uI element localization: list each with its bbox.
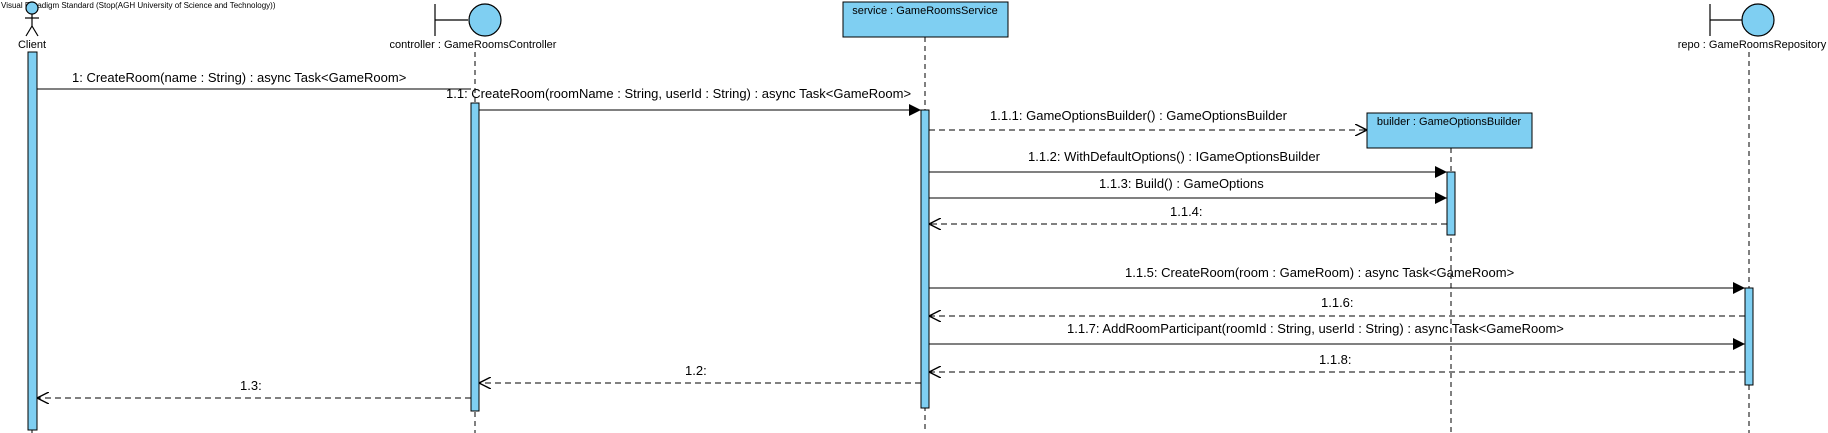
message-label: 1.1.3: Build() : GameOptions xyxy=(1099,176,1264,191)
message-1-1-6[interactable]: 1.1.6: xyxy=(929,295,1745,316)
message-1-3[interactable]: 1.3: xyxy=(37,378,471,398)
message-1-1-3[interactable]: 1.1.3: Build() : GameOptions xyxy=(929,176,1447,204)
message-label: 1.1.4: xyxy=(1170,204,1203,219)
participant-label: controller : GameRoomsController xyxy=(390,39,557,51)
participant-label: repo : GameRoomsRepository xyxy=(1678,39,1827,51)
participant-label: builder : GameOptionsBuilder xyxy=(1377,116,1522,128)
message-label: 1.1: CreateRoom(roomName : String, userI… xyxy=(446,86,911,101)
lifeline-controller[interactable]: controller : GameRoomsController xyxy=(390,3,557,433)
activation-bar xyxy=(1446,171,1456,236)
message-1[interactable]: 1: CreateRoom(name : String) : async Tas… xyxy=(37,70,471,90)
message-label: 1.2: xyxy=(685,363,707,378)
activation-bar xyxy=(920,109,930,409)
message-1-1-1[interactable]: 1.1.1: GameOptionsBuilder() : GameOption… xyxy=(929,108,1367,130)
message-1-1-7[interactable]: 1.1.7: AddRoomParticipant(roomId : Strin… xyxy=(929,321,1745,350)
watermark-text: Visual Paradigm Standard (Stop(AGH Unive… xyxy=(1,1,276,10)
message-1-2[interactable]: 1.2: xyxy=(479,363,921,383)
activation-bar xyxy=(470,102,480,412)
message-label: 1: CreateRoom(name : String) : async Tas… xyxy=(72,70,406,85)
lifeline-service[interactable]: service : GameRoomsService xyxy=(842,1,1009,433)
message-1-1-2[interactable]: 1.1.2: WithDefaultOptions() : IGameOptio… xyxy=(929,149,1447,178)
boundary-icon xyxy=(434,3,502,37)
message-1-1-4[interactable]: 1.1.4: xyxy=(929,204,1447,224)
message-label: 1.1.6: xyxy=(1321,295,1354,310)
message-1-1-8[interactable]: 1.1.8: xyxy=(929,352,1745,372)
message-label: 1.1.5: CreateRoom(room : GameRoom) : asy… xyxy=(1125,265,1514,280)
message-1-1[interactable]: 1.1: CreateRoom(roomName : String, userI… xyxy=(446,86,921,116)
message-label: 1.3: xyxy=(240,378,262,393)
lifeline-builder[interactable]: builder : GameOptionsBuilder xyxy=(1366,112,1533,433)
participant-box xyxy=(1366,112,1533,149)
actor-icon xyxy=(25,1,39,37)
message-1-1-5[interactable]: 1.1.5: CreateRoom(room : GameRoom) : asy… xyxy=(929,265,1745,294)
lifeline-client[interactable]: Client xyxy=(18,1,46,433)
message-label: 1.1.7: AddRoomParticipant(roomId : Strin… xyxy=(1067,321,1564,336)
message-label: 1.1.2: WithDefaultOptions() : IGameOptio… xyxy=(1028,149,1321,164)
participant-label: Client xyxy=(18,39,46,51)
activation-bar xyxy=(27,51,38,431)
participant-label: service : GameRoomsService xyxy=(852,5,998,17)
activation-bar xyxy=(1744,287,1754,386)
message-label: 1.1.1: GameOptionsBuilder() : GameOption… xyxy=(990,108,1288,123)
message-label: 1.1.8: xyxy=(1319,352,1352,367)
lifeline-repo[interactable]: repo : GameRoomsRepository xyxy=(1678,3,1827,433)
boundary-icon xyxy=(1709,3,1775,37)
